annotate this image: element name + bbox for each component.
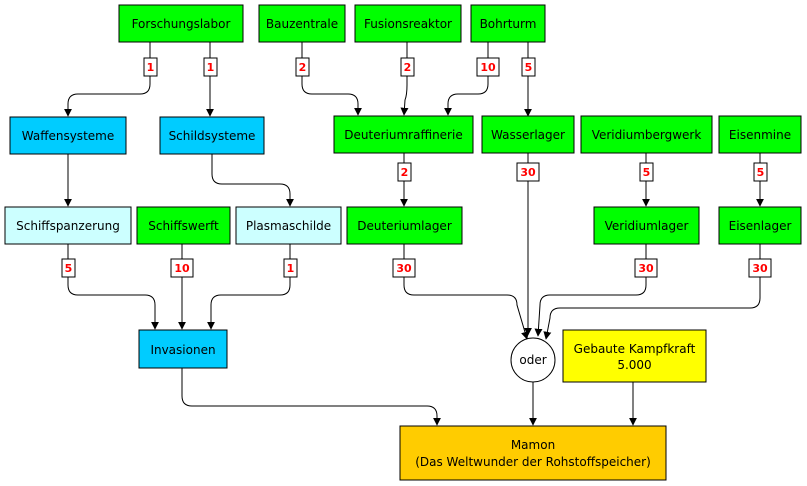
svg-text:Schiffspanzerung: Schiffspanzerung <box>16 219 120 233</box>
svg-text:oder: oder <box>519 353 546 367</box>
badge-veridiumlager: 30 <box>634 258 658 278</box>
svg-text:Invasionen: Invasionen <box>150 343 215 357</box>
badge-raffinerie-lager: 2 <box>397 162 412 182</box>
edge-plasmaschilde-invasionen <box>207 244 291 330</box>
badge-schiffswerft: 10 <box>170 258 194 278</box>
svg-text:1: 1 <box>147 61 155 74</box>
svg-text:5.000: 5.000 <box>617 358 651 372</box>
badge-plasmaschilde: 1 <box>283 258 298 278</box>
svg-text:30: 30 <box>638 262 654 275</box>
badge-schiffspanzerung: 5 <box>61 258 76 278</box>
node-forschungslabor: Forschungslabor <box>118 4 244 43</box>
node-plasmaschilde: Plasmaschilde <box>235 206 342 245</box>
svg-text:Deuteriumraffinerie: Deuteriumraffinerie <box>344 128 462 142</box>
node-veridiumlager: Veridiumlager <box>593 206 700 245</box>
svg-text:Mamon: Mamon <box>511 438 555 452</box>
svg-text:Plasmaschilde: Plasmaschilde <box>246 219 331 233</box>
node-wasserlager: Wasserlager <box>481 115 575 154</box>
svg-text:2: 2 <box>401 166 409 179</box>
node-schiffspanzerung: Schiffspanzerung <box>4 206 132 245</box>
badge-bohrturm-raffinerie: 10 <box>476 57 500 77</box>
edge-schiffspanzerung-invasionen <box>67 244 159 330</box>
badges: 1 1 2 2 10 5 2 30 <box>61 57 772 278</box>
node-invasionen: Invasionen <box>138 329 228 369</box>
svg-text:30: 30 <box>396 262 412 275</box>
svg-text:Eisenlager: Eisenlager <box>729 219 792 233</box>
node-eisenmine: Eisenmine <box>718 115 802 154</box>
badge-fusionsreaktor: 2 <box>400 57 415 77</box>
badge-veridiumbergwerk: 5 <box>639 162 654 182</box>
node-deuteriumraffinerie: Deuteriumraffinerie <box>333 115 474 154</box>
svg-text:Deuteriumlager: Deuteriumlager <box>357 219 452 233</box>
node-schildsysteme: Schildsysteme <box>159 116 265 155</box>
badge-wasserlager: 30 <box>516 162 540 182</box>
edge-invasionen-mamon <box>181 368 441 426</box>
badge-deuteriumlager: 30 <box>392 258 416 278</box>
node-eisenlager: Eisenlager <box>718 206 802 245</box>
svg-text:Gebaute Kampfkraft: Gebaute Kampfkraft <box>574 342 696 356</box>
svg-text:Forschungslabor: Forschungslabor <box>132 17 231 31</box>
svg-text:30: 30 <box>752 262 768 275</box>
badge-forschung-schild: 1 <box>203 57 218 77</box>
svg-text:10: 10 <box>480 61 496 74</box>
svg-text:Waffensysteme: Waffensysteme <box>22 129 114 143</box>
edge-bohrturm-raffinerie <box>444 42 489 116</box>
node-waffensysteme: Waffensysteme <box>9 116 127 155</box>
svg-text:Bauzentrale: Bauzentrale <box>266 17 338 31</box>
svg-text:5: 5 <box>643 166 651 179</box>
svg-text:Bohrturm: Bohrturm <box>480 17 537 31</box>
edge-veridiumlager-oder <box>534 244 647 337</box>
node-bohrturm: Bohrturm <box>470 4 546 43</box>
node-mamon: Mamon (Das Weltwunder der Rohstoffspeich… <box>399 425 667 481</box>
node-schiffswerft: Schiffswerft <box>136 206 231 245</box>
edge-bauzentrale-raffinerie <box>301 42 362 116</box>
nodes: Forschungslabor Bauzentrale Fusionsreakt… <box>4 4 802 481</box>
node-kampfkraft: Gebaute Kampfkraft 5.000 <box>562 329 707 383</box>
edge-deuteriumlager-oder <box>403 244 529 340</box>
edge-eisenlager-oder <box>543 244 761 340</box>
svg-text:Schiffswerft: Schiffswerft <box>148 219 219 233</box>
edge-schildsysteme-plasmaschilde <box>211 154 294 207</box>
svg-text:1: 1 <box>207 61 215 74</box>
svg-text:5: 5 <box>65 262 73 275</box>
badge-eisenmine: 5 <box>753 162 768 182</box>
edge-forschungslabor-waffensysteme <box>64 42 151 117</box>
connectors <box>64 42 764 426</box>
svg-text:(Das Weltwunder der Rohstoffsp: (Das Weltwunder der Rohstoffspeicher) <box>415 455 651 469</box>
edge-fusionsreaktor-raffinerie <box>400 42 409 116</box>
svg-text:Wasserlager: Wasserlager <box>491 128 565 142</box>
svg-text:Veridiumlager: Veridiumlager <box>605 219 689 233</box>
svg-text:Schildsysteme: Schildsysteme <box>169 129 256 143</box>
svg-text:5: 5 <box>525 61 533 74</box>
svg-text:Eisenmine: Eisenmine <box>729 128 791 142</box>
badge-bohrturm-wasser: 5 <box>521 57 536 77</box>
svg-text:10: 10 <box>174 262 190 275</box>
svg-text:30: 30 <box>520 166 536 179</box>
svg-text:2: 2 <box>404 61 412 74</box>
svg-text:Veridiumbergwerk: Veridiumbergwerk <box>592 128 702 142</box>
svg-text:5: 5 <box>757 166 765 179</box>
node-bauzentrale: Bauzentrale <box>258 4 346 43</box>
badge-forschung-waffen: 1 <box>143 57 158 77</box>
node-oder: oder <box>510 337 556 383</box>
svg-text:2: 2 <box>299 61 307 74</box>
node-deuteriumlager: Deuteriumlager <box>346 206 463 245</box>
badge-bauzentrale: 2 <box>295 57 310 77</box>
svg-text:1: 1 <box>287 262 295 275</box>
svg-text:Fusionsreaktor: Fusionsreaktor <box>364 17 452 31</box>
badge-eisenlager: 30 <box>748 258 772 278</box>
node-fusionsreaktor: Fusionsreaktor <box>354 4 462 43</box>
node-veridiumbergwerk: Veridiumbergwerk <box>580 115 713 154</box>
